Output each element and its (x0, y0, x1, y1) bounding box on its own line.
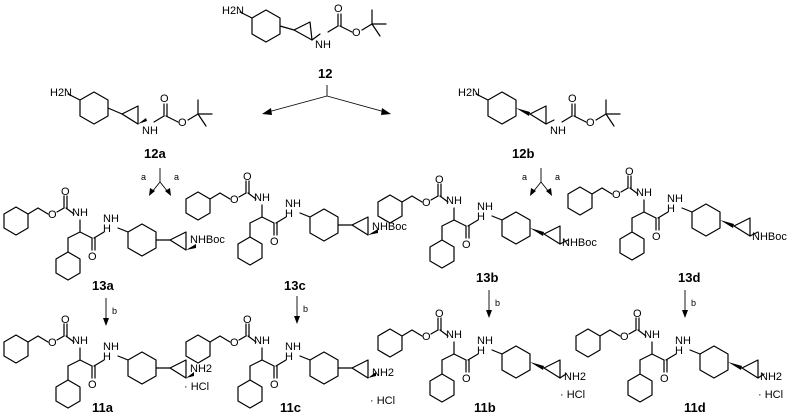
compound-label-12a: 12a (144, 146, 166, 161)
arrow-b-13a: b (103, 298, 117, 326)
nhboc-label: NHBoc (562, 237, 597, 249)
compound-label-11b: 11b (474, 400, 496, 415)
nh2-label: NH2 (372, 367, 394, 379)
ester-o: O (352, 27, 361, 39)
nhboc-label: NHBoc (372, 221, 407, 233)
condition-b: b (691, 298, 696, 308)
compound-12a-structure: H2N NH O O 12a (50, 87, 213, 161)
nh-label: NH (142, 125, 158, 137)
carbonyl-o: O (568, 93, 577, 105)
compound-11a-structure: NH2 · HCl 11a (3, 313, 212, 415)
condition-a: a (555, 172, 560, 182)
nh2-label: NH2 (190, 363, 212, 375)
condition-b: b (495, 298, 500, 308)
compound-label-11a: 11a (92, 400, 114, 415)
hcl-label: · HCl (560, 389, 585, 401)
hcl-label: · HCl (758, 389, 783, 401)
condition-a: a (141, 172, 146, 182)
compound-13c-structure: NHBoc 13c (185, 170, 407, 293)
compound-label-13b: 13b (476, 270, 498, 285)
condition-b: b (112, 306, 117, 316)
nh2-label: NH2 (564, 371, 586, 383)
carbonyl-o: O (334, 3, 343, 15)
amine-label: H2N (50, 87, 72, 99)
condition-b: b (303, 304, 308, 314)
condition-a: a (174, 172, 179, 182)
nhboc-label: NHBoc (752, 231, 787, 243)
compound-label-11c: 11c (280, 400, 301, 415)
compound-label-12b: 12b (512, 146, 534, 161)
nh-label: NH (550, 125, 566, 137)
nhboc-label: NHBoc (190, 234, 225, 246)
arrow-b-13b: b (486, 290, 500, 318)
compound-13d-structure: NHBoc 13d (567, 165, 787, 285)
compound-label-13c: 13c (284, 278, 306, 293)
carbonyl-o: O (160, 93, 169, 105)
compound-11b-structure: NH2 · HCl 11b (377, 307, 586, 415)
compound-label-13a: 13a (92, 278, 114, 293)
amine-label: H2N (458, 87, 480, 99)
compound-13b-structure: NHBoc 13b (377, 173, 597, 285)
arrow-b-13d: b (682, 290, 696, 318)
hcl-label: · HCl (370, 395, 395, 407)
compound-11d-structure: NH2 · HCl 11d (575, 307, 783, 415)
compound-label-11d: 11d (684, 400, 706, 415)
compound-12-structure: H2N NH O O 12 (222, 3, 387, 81)
compound-12b-structure: H2N NH O O 12b (458, 87, 621, 161)
hcl-label: · HCl (184, 381, 209, 393)
nh2-label: NH2 (760, 371, 782, 383)
ester-o: O (586, 117, 595, 129)
branch-arrow (262, 85, 391, 115)
compound-13a-structure: NHBoc 13a (3, 185, 225, 293)
arrow-b-13c: b (294, 296, 308, 324)
compound-label-13d: 13d (678, 270, 700, 285)
fork-arrow-left: a a (141, 168, 179, 196)
compound-label-12: 12 (318, 66, 332, 81)
compound-11c-structure: NH2 · HCl 11c (185, 313, 395, 415)
condition-a: a (522, 172, 527, 182)
fork-arrow-right: a a (522, 168, 560, 196)
nh-label: NH (315, 39, 331, 51)
ester-o: O (178, 117, 187, 129)
amine-label: H2N (222, 5, 244, 17)
